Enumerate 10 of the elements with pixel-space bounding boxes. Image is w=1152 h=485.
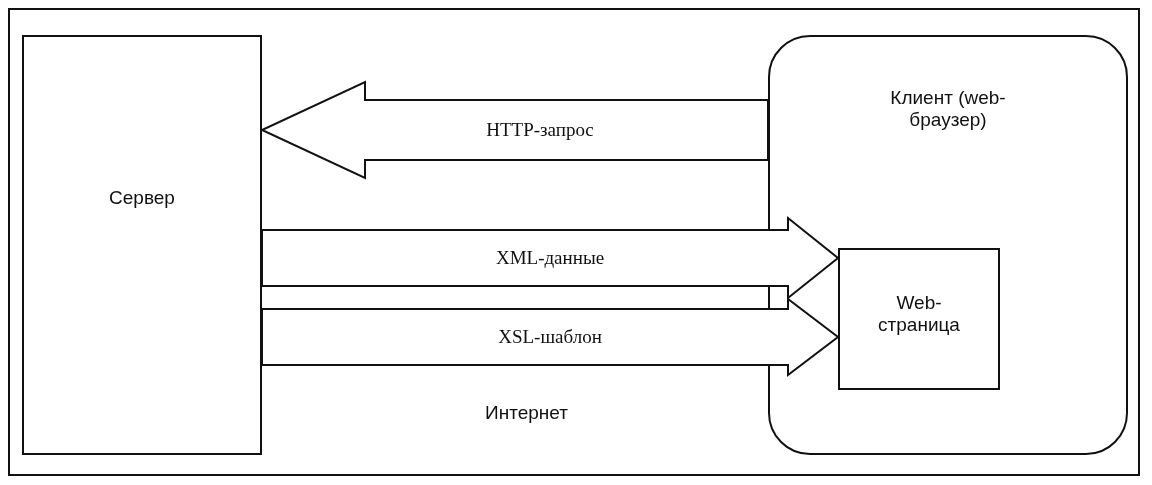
node-label: Web-страница	[877, 292, 961, 336]
block-arrow	[261, 297, 840, 377]
node-label: Клиент (web-браузер)	[889, 87, 1007, 131]
client-box	[768, 35, 1128, 455]
block-arrow	[261, 215, 840, 301]
block-arrow	[259, 80, 769, 180]
region-label: Интернет	[485, 402, 568, 424]
server-box	[22, 35, 262, 455]
node-label: Сервер	[109, 187, 175, 209]
web-page-box	[838, 248, 1000, 390]
